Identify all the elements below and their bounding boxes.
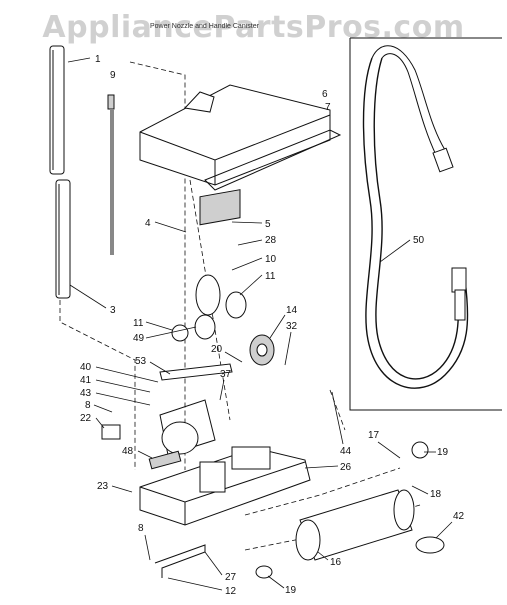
callout-53: 53 xyxy=(135,356,147,367)
callout-50: 50 xyxy=(413,235,425,246)
callout-labels: 1 9 6 7 4 5 28 10 11 50 3 11 49 14 32 xyxy=(67,54,465,597)
callout-10: 10 xyxy=(265,254,277,265)
callout-5: 5 xyxy=(265,219,271,230)
callout-1: 1 xyxy=(95,54,101,65)
hose-panel xyxy=(349,37,502,411)
callout-32: 32 xyxy=(286,321,298,332)
callout-23: 23 xyxy=(97,481,109,492)
callout-6: 6 xyxy=(322,89,328,100)
callout-37: 37 xyxy=(220,369,232,380)
watermark: AppliancePartsPros.com xyxy=(42,10,465,45)
hose-part xyxy=(362,45,469,389)
callout-49: 49 xyxy=(133,333,145,344)
callout-26: 26 xyxy=(340,462,352,473)
callout-8-b: 8 xyxy=(138,523,144,534)
callout-12: 12 xyxy=(225,586,237,597)
brush-roll-part xyxy=(154,441,445,579)
callout-40: 40 xyxy=(80,362,92,373)
callout-28: 28 xyxy=(265,235,277,246)
callout-11-b: 11 xyxy=(133,318,144,329)
callout-16: 16 xyxy=(330,557,342,568)
diagram-header: Power Nozzle and Handle Canister xyxy=(150,23,259,30)
top-cover-part xyxy=(139,84,342,191)
motor-parts xyxy=(159,189,275,381)
callout-7: 7 xyxy=(325,102,331,113)
callout-18: 18 xyxy=(430,489,442,500)
callout-19: 19 xyxy=(437,447,449,458)
callout-9: 9 xyxy=(110,70,116,81)
callout-19-b: 19 xyxy=(285,585,297,596)
callout-48: 48 xyxy=(122,446,134,457)
callout-17: 17 xyxy=(368,430,380,441)
callout-20: 20 xyxy=(211,344,223,355)
callout-22: 22 xyxy=(80,413,92,424)
callout-14: 14 xyxy=(286,305,298,316)
callout-4: 4 xyxy=(145,218,151,229)
wand-parts xyxy=(49,45,115,299)
callout-44: 44 xyxy=(340,446,352,457)
callout-27: 27 xyxy=(225,572,237,583)
callout-8: 8 xyxy=(85,400,91,411)
callout-11: 11 xyxy=(265,271,276,282)
callout-42: 42 xyxy=(453,511,465,522)
callout-3: 3 xyxy=(110,305,116,316)
callout-41: 41 xyxy=(80,375,92,386)
base-housing-part xyxy=(101,399,311,526)
callout-43: 43 xyxy=(80,388,92,399)
